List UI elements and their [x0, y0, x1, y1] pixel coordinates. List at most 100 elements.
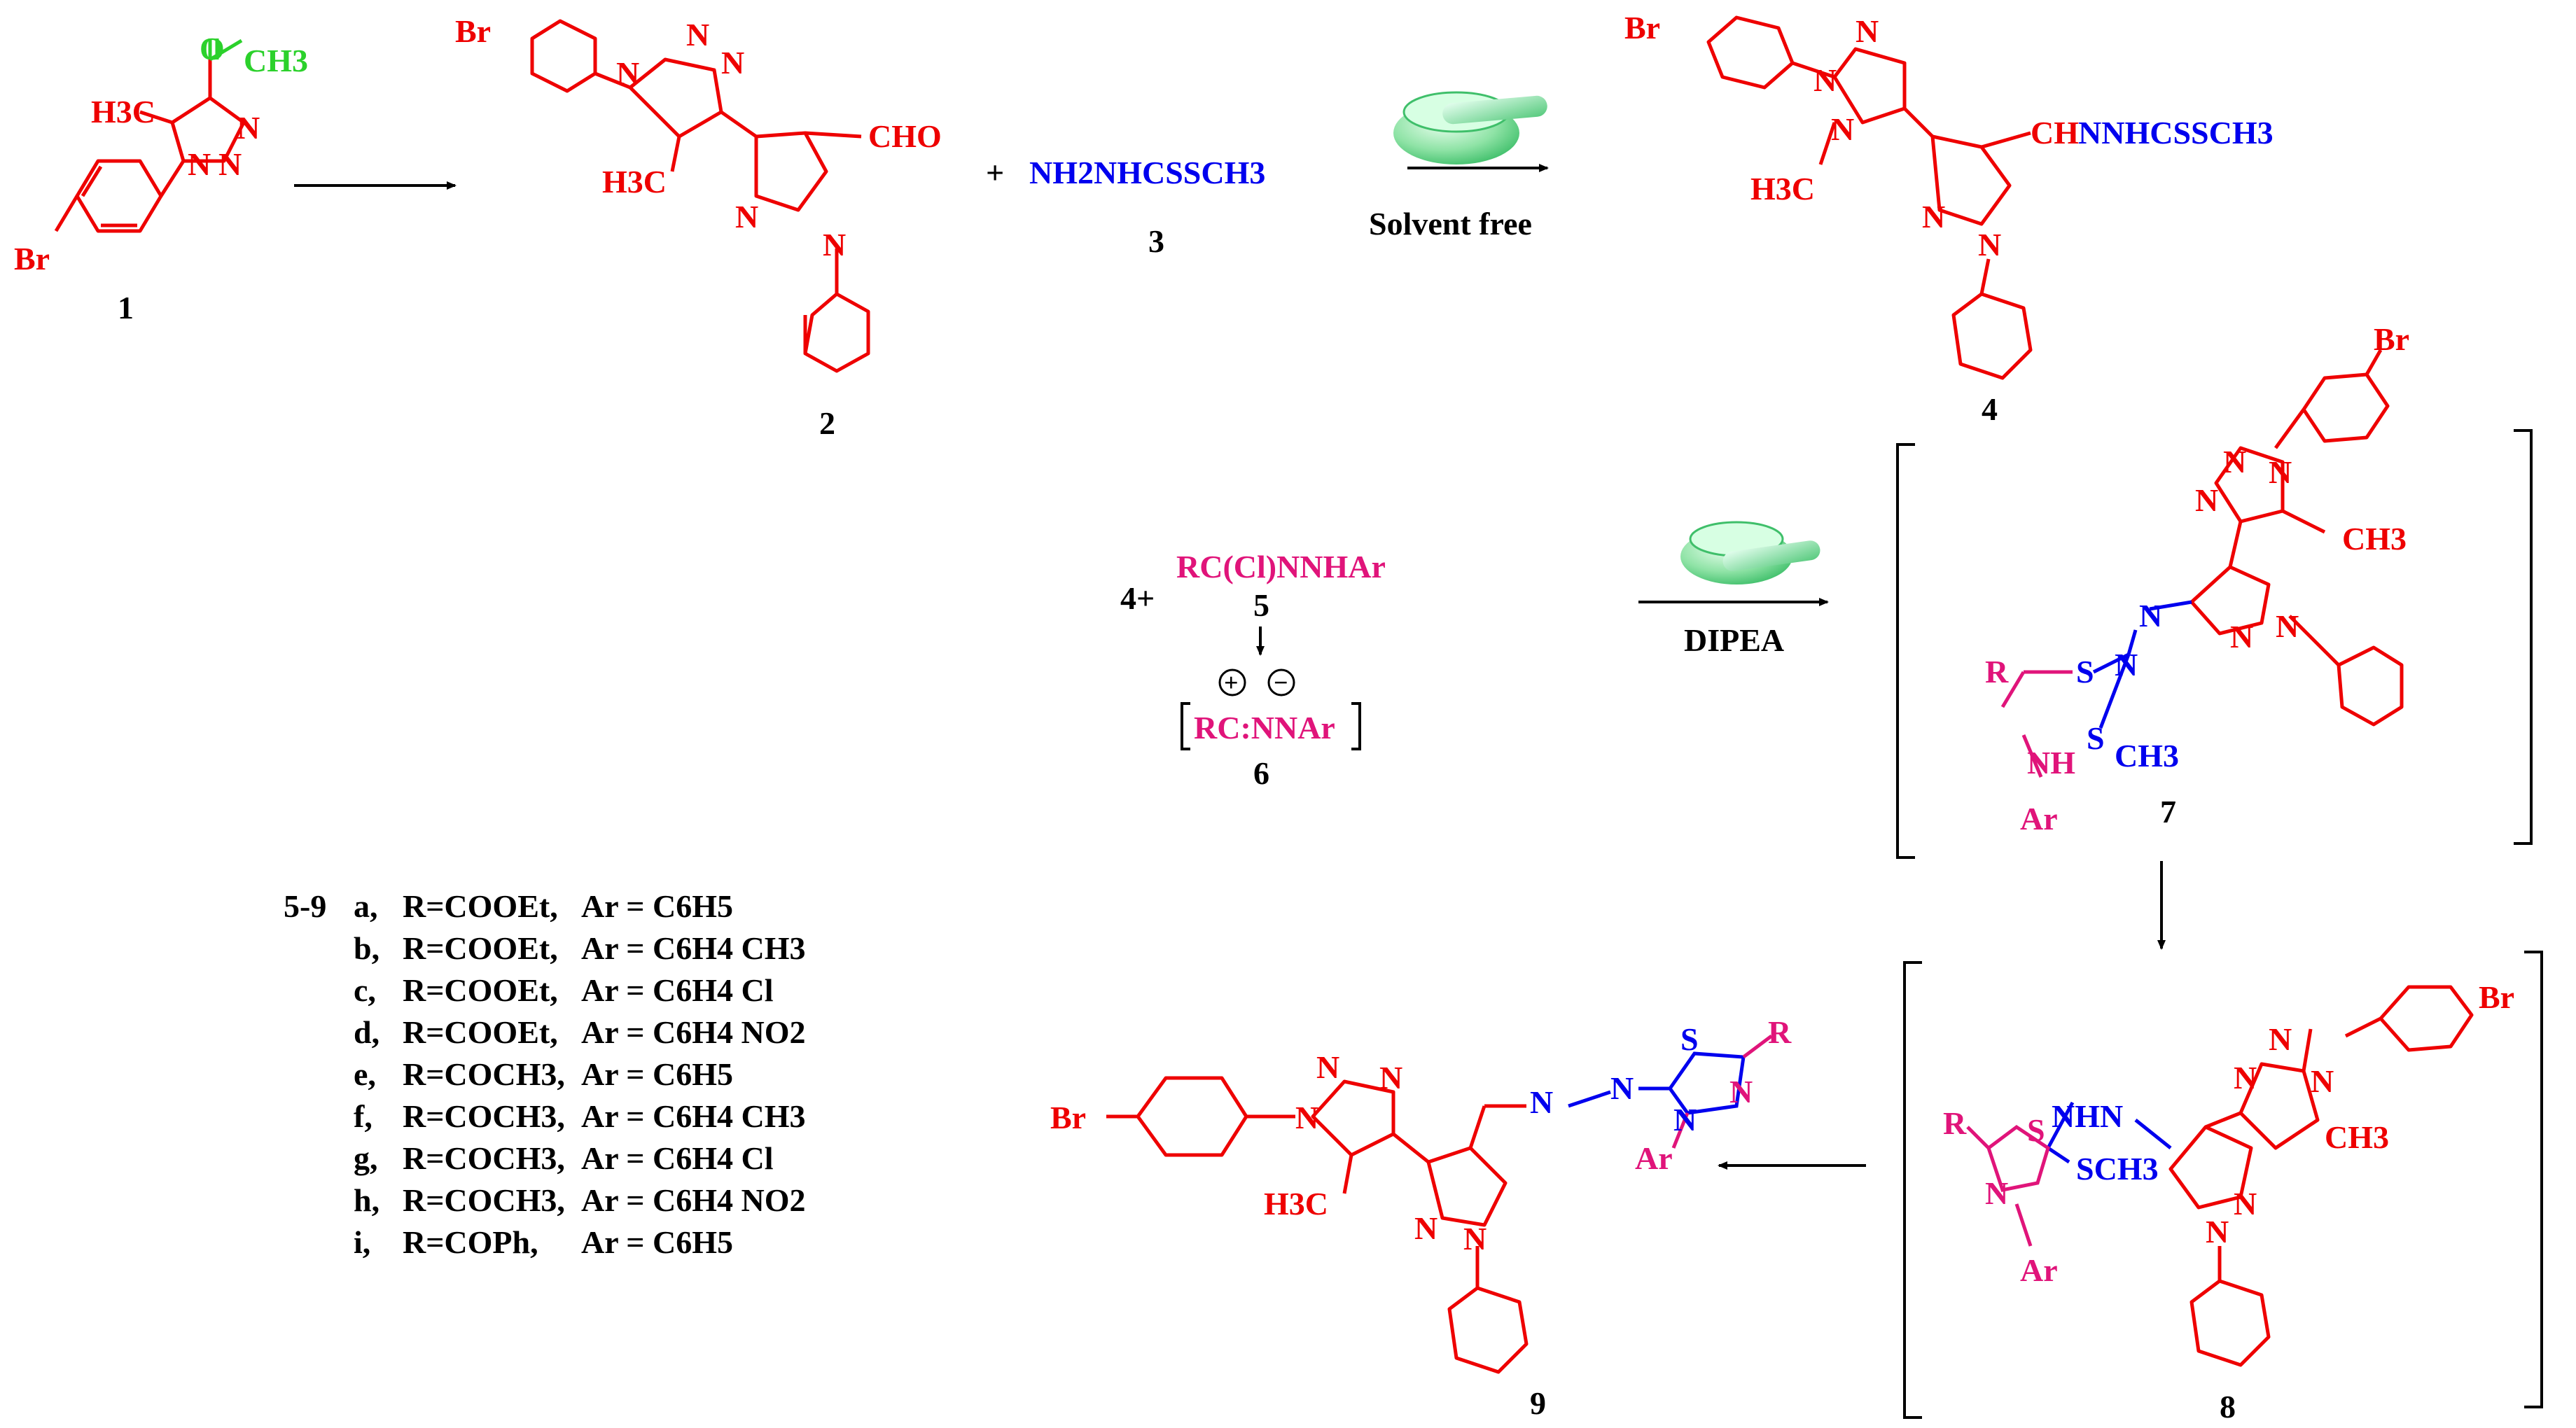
- bracket: [2524, 951, 2543, 1408]
- row-key: h,: [354, 1182, 380, 1218]
- mortar-pestle-icon: [1680, 521, 1820, 584]
- compound-number: 2: [819, 405, 835, 441]
- mortar-pestle-icon: [1393, 91, 1547, 164]
- atom-label: N: [721, 45, 744, 80]
- bracket: [2514, 429, 2533, 845]
- atom-label: N: [1729, 1074, 1753, 1110]
- atom-label: CH3: [244, 43, 308, 78]
- row-ar-group: Ar = C6H4 NO2: [581, 1014, 806, 1050]
- substituent-table: 5-9 a, R=COOEt, Ar = C6H5 b, R=COOEt, Ar = C6…: [284, 888, 806, 1260]
- compound-4: Br N N N H3C CH NNHCSSCH3 N N 4: [1624, 10, 2274, 427]
- bracket: [1896, 443, 1915, 859]
- atom-label: H3C: [1264, 1186, 1328, 1222]
- charge-symbols: + −: [1218, 668, 1295, 696]
- compound-number: 6: [1253, 755, 1269, 791]
- atom-label: Br: [2479, 979, 2514, 1015]
- atom-label: H3C: [602, 164, 667, 200]
- intermediate-6-formula: RC:NNAr: [1194, 710, 1335, 746]
- row-key: g,: [354, 1140, 378, 1176]
- row-r-group: R=COCH3,: [403, 1182, 565, 1218]
- atom-label: Br: [1624, 10, 1660, 46]
- row-ar-group: Ar = C6H4 Cl: [581, 972, 774, 1008]
- atom-label: H3C: [1750, 171, 1815, 206]
- positive-charge: +: [1224, 668, 1239, 696]
- atom-label: S: [2076, 654, 2094, 690]
- compound-number: 5: [1253, 587, 1269, 623]
- atom-label: R: [1985, 654, 2009, 690]
- compound-number: 9: [1530, 1385, 1546, 1421]
- atom-label: N: [237, 110, 260, 146]
- row-r-group: R=COCH3,: [403, 1056, 565, 1092]
- compound-number: 1: [118, 290, 134, 326]
- row-ar-group: Ar = C6H5: [581, 1056, 733, 1092]
- atom-label: N: [218, 146, 242, 182]
- compound-7: Br N N N CH3 N N N N S S CH3 R NH Ar 7: [1985, 321, 2409, 836]
- atom-label: Br: [1050, 1100, 1086, 1135]
- row-key: e,: [354, 1056, 376, 1092]
- atom-label: CH3: [2342, 521, 2407, 556]
- row-key: d,: [354, 1014, 380, 1050]
- atom-label: N: [2230, 619, 2253, 654]
- atom-label: N: [1831, 111, 1854, 147]
- atom-label: Br: [14, 241, 50, 276]
- bracket: [1351, 702, 1361, 750]
- atom-label: CH3: [2115, 738, 2179, 774]
- atom-label: Ar: [2020, 801, 2058, 836]
- atom-label: N: [2311, 1063, 2334, 1099]
- bracket: [1903, 961, 1922, 1419]
- atom-label: N: [1610, 1070, 1634, 1106]
- compound-2: Br N N N H3C CHO N N 2: [455, 13, 942, 441]
- atom-label: CH: [2031, 115, 2079, 150]
- atom-label: N: [1922, 199, 1945, 234]
- step1-condition: Solvent free: [1369, 206, 1532, 241]
- atom-label: R: [1943, 1105, 1967, 1141]
- row-key: c,: [354, 972, 376, 1008]
- atom-label: NHN: [2052, 1098, 2123, 1134]
- compound-number: 3: [1148, 223, 1164, 259]
- row-r-group: R=COCH3,: [403, 1098, 565, 1134]
- atom-label: N: [823, 227, 846, 262]
- row-key: a,: [354, 888, 378, 924]
- atom-label: N: [1414, 1210, 1437, 1246]
- atom-label: N: [2139, 598, 2162, 634]
- atom-label: N: [1978, 227, 2001, 262]
- reagent-plus: 4+: [1120, 580, 1155, 616]
- atom-label: R: [1768, 1014, 1792, 1050]
- atom-label: S: [2087, 720, 2105, 756]
- negative-charge: −: [1274, 668, 1288, 696]
- atom-label: H3C: [91, 94, 155, 130]
- row-ar-group: Ar = C6H4 Cl: [581, 1140, 774, 1176]
- bracket: [1181, 702, 1190, 750]
- compound-number: 8: [2220, 1389, 2236, 1424]
- row-key: f,: [354, 1098, 373, 1134]
- atom-label: N: [2276, 608, 2299, 644]
- atom-label: N: [735, 199, 758, 234]
- atom-label: CH3: [2325, 1119, 2389, 1155]
- atom-label: N: [2206, 1214, 2229, 1250]
- atom-label: N: [1856, 13, 1879, 49]
- compound-1: Br O CH3 H3C N N N 1: [14, 31, 308, 326]
- atom-label: N: [1379, 1060, 1402, 1096]
- atom-label: N: [616, 55, 639, 91]
- atom-label: Ar: [2020, 1252, 2058, 1288]
- atom-label: N: [2234, 1060, 2257, 1096]
- atom-label: N: [1463, 1221, 1487, 1256]
- row-ar-group: Ar = C6H5: [581, 888, 733, 924]
- atom-label: NH: [2027, 745, 2075, 780]
- table-header: 5-9: [284, 888, 326, 924]
- atom-label: N: [1673, 1102, 1697, 1138]
- atom-label: S: [1680, 1021, 1699, 1057]
- row-ar-group: Ar = C6H4 CH3: [581, 1098, 806, 1134]
- atom-label: Br: [2374, 321, 2409, 357]
- row-key: b,: [354, 930, 380, 966]
- row-r-group: R=COOEt,: [403, 930, 558, 966]
- row-ar-group: Ar = C6H4 CH3: [581, 930, 806, 966]
- compound-number: 7: [2160, 794, 2176, 830]
- plus-sign: +: [986, 155, 1004, 190]
- atom-label: N: [2269, 454, 2292, 490]
- atom-label: N: [2115, 647, 2138, 682]
- row-ar-group: Ar = C6H5: [581, 1224, 733, 1260]
- row-r-group: R=COCH3,: [403, 1140, 565, 1176]
- row-r-group: R=COOEt,: [403, 972, 558, 1008]
- atom-label: Ar: [1635, 1140, 1673, 1176]
